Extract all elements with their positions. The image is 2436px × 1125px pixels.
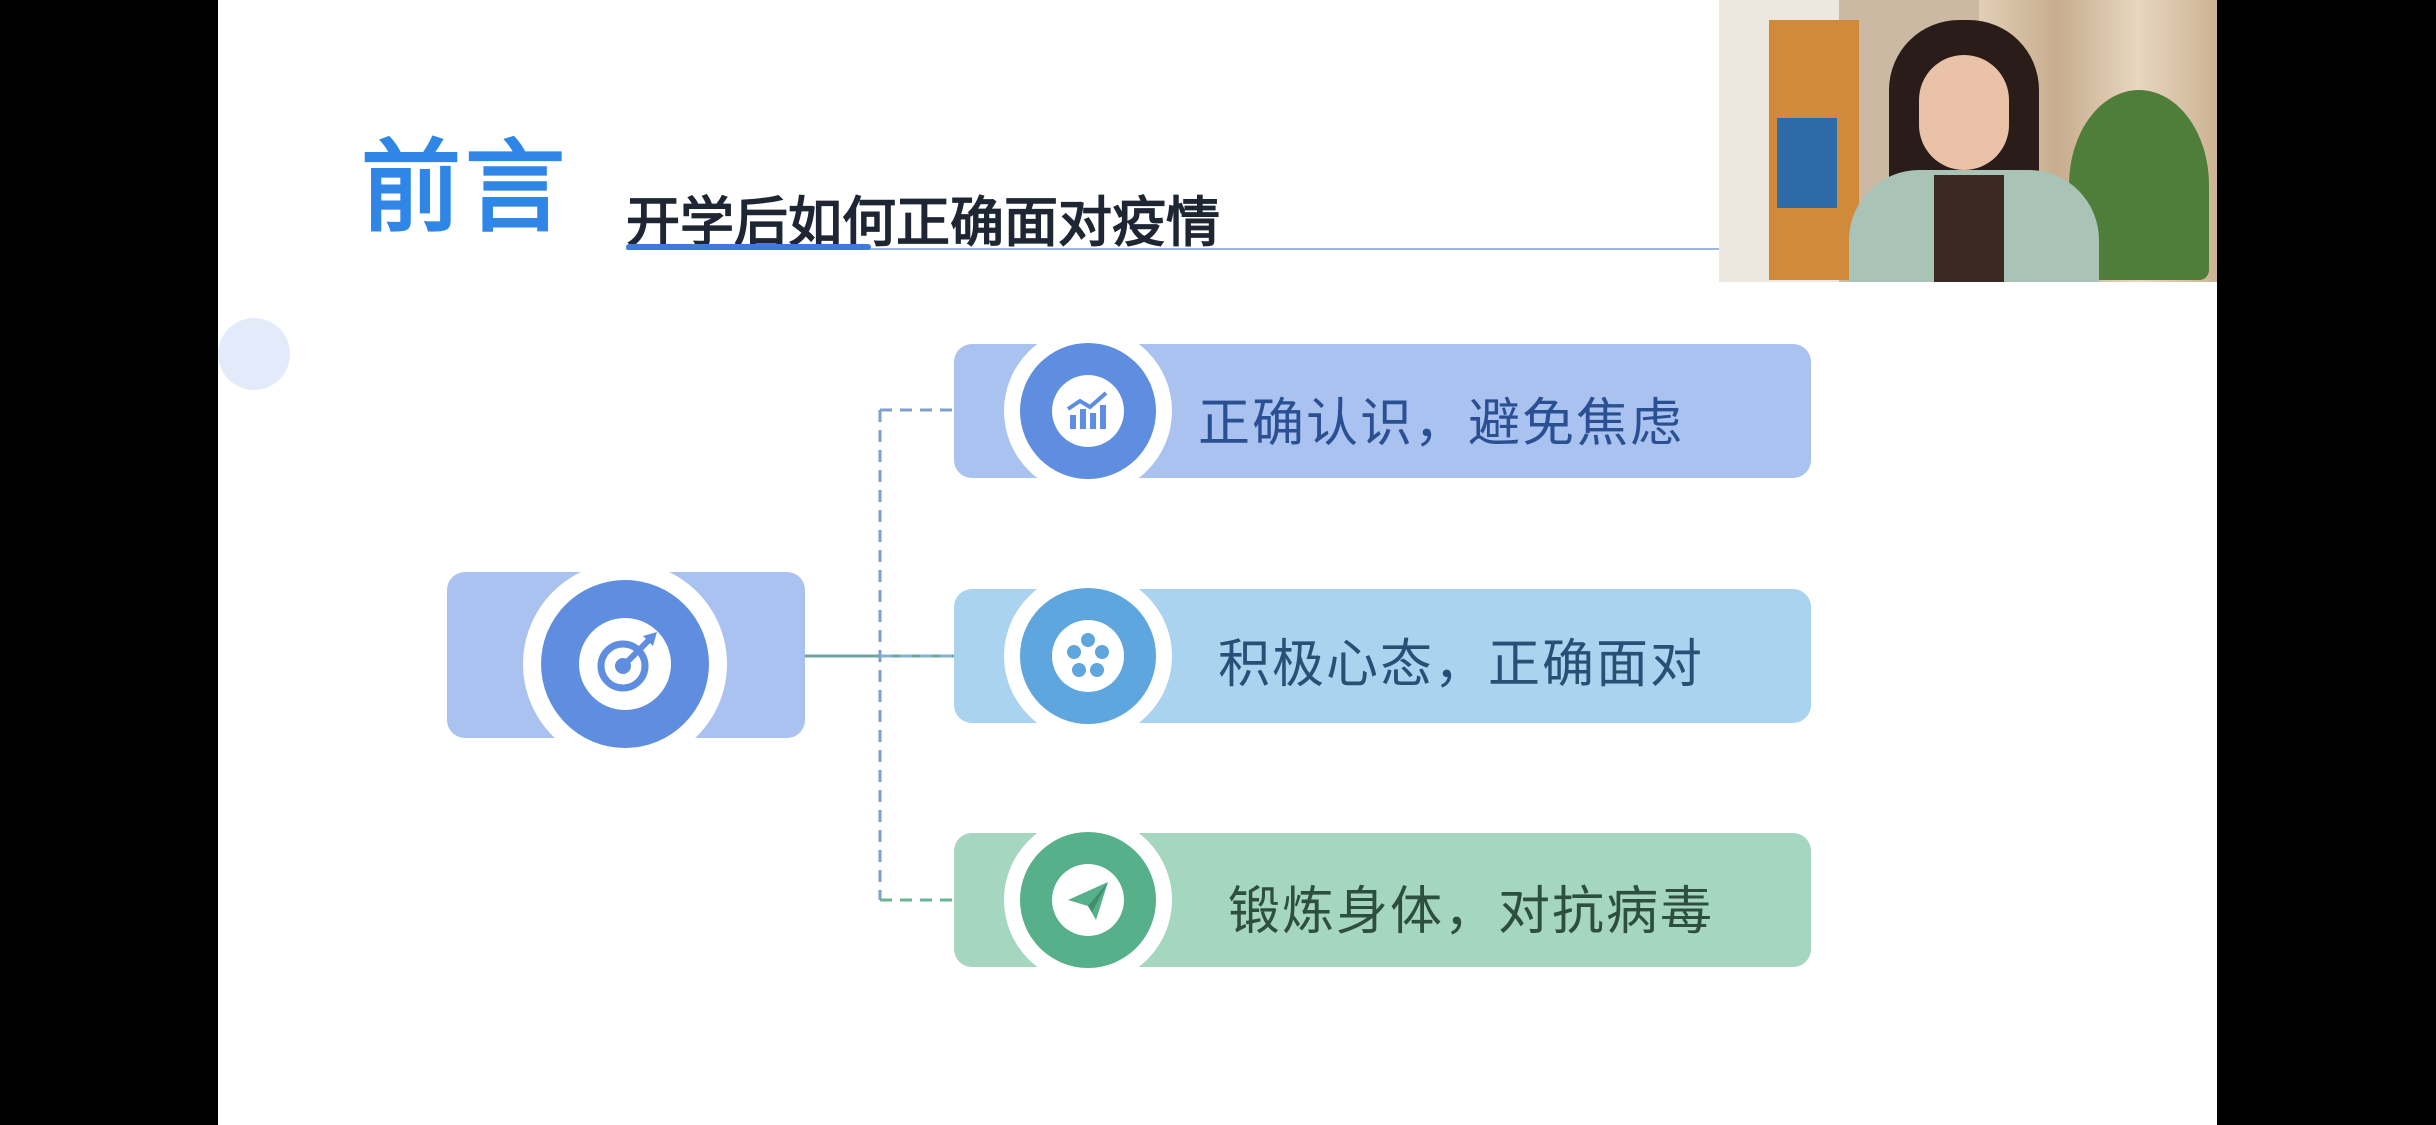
decorative-dot (218, 318, 290, 390)
subtitle-underline-accent (626, 244, 871, 250)
presenter-shirt (1934, 175, 2004, 282)
subtitle-underline (626, 248, 1786, 250)
presentation-slide: 前言 开学后如何正确面对疫情 正确认识，避免焦虑 (218, 0, 2217, 1125)
connector-lines (805, 408, 954, 902)
slide-subtitle: 开学后如何正确面对疫情 (626, 191, 1220, 254)
paper-plane-icon (1052, 864, 1124, 936)
slide-title: 前言 (361, 129, 569, 246)
point-card-3-label: 锻炼身体，对抗病毒 (1228, 882, 1715, 942)
books (1777, 118, 1837, 208)
target-icon (579, 618, 671, 710)
presenter-face (1919, 55, 2009, 170)
chart-icon (1052, 375, 1124, 447)
film-reel-icon (1052, 620, 1124, 692)
presenter-video-overlay (1719, 0, 2217, 282)
point-card-1-label: 正确认识，避免焦虑 (1198, 394, 1685, 454)
point-card-2-label: 积极心态，正确面对 (1218, 635, 1705, 695)
